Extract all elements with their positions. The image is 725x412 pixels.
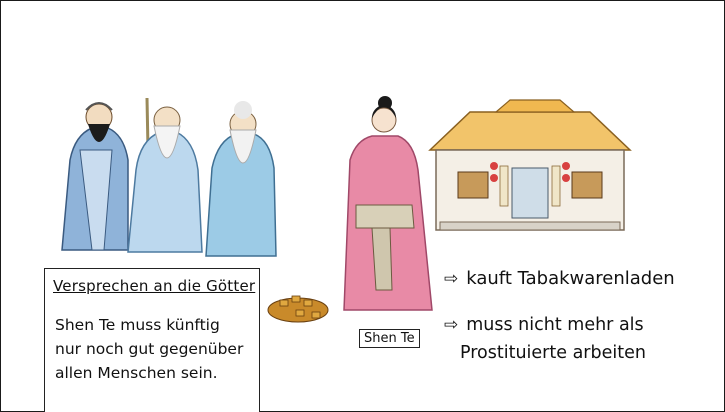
promise-card: Versprechen an die Götter Shen Te muss k…: [44, 268, 260, 412]
arrow-icon: ⇨: [444, 315, 459, 335]
card-line: nur noch gut gegenüber: [55, 340, 244, 358]
arrow-icon: ⇨: [444, 269, 459, 289]
character-label: Shen Te: [359, 329, 420, 348]
god-figure-2: [127, 97, 203, 253]
bullet-prostitution-line2: Prostituierte arbeiten: [460, 343, 646, 363]
bullet-text: kauft Tabakwarenladen: [466, 268, 675, 289]
bullet-shop: ⇨ kauft Tabakwarenladen: [444, 268, 675, 289]
god-figure-3: [205, 101, 277, 257]
god-figure-1: [61, 102, 129, 251]
card-line: allen Menschen sein.: [55, 364, 218, 382]
tobacco-shop: [428, 99, 632, 231]
card-body: Shen Te muss künftig nur noch gut gegenü…: [55, 313, 255, 385]
coins-pile: [267, 295, 329, 323]
shen-te-figure: [343, 96, 433, 311]
bullet-text: muss nicht mehr als: [466, 315, 644, 335]
bullet-prostitution-line1: ⇨ muss nicht mehr als: [444, 315, 644, 335]
card-title: Versprechen an die Götter: [53, 277, 256, 295]
card-line: Shen Te muss künftig: [55, 316, 220, 334]
